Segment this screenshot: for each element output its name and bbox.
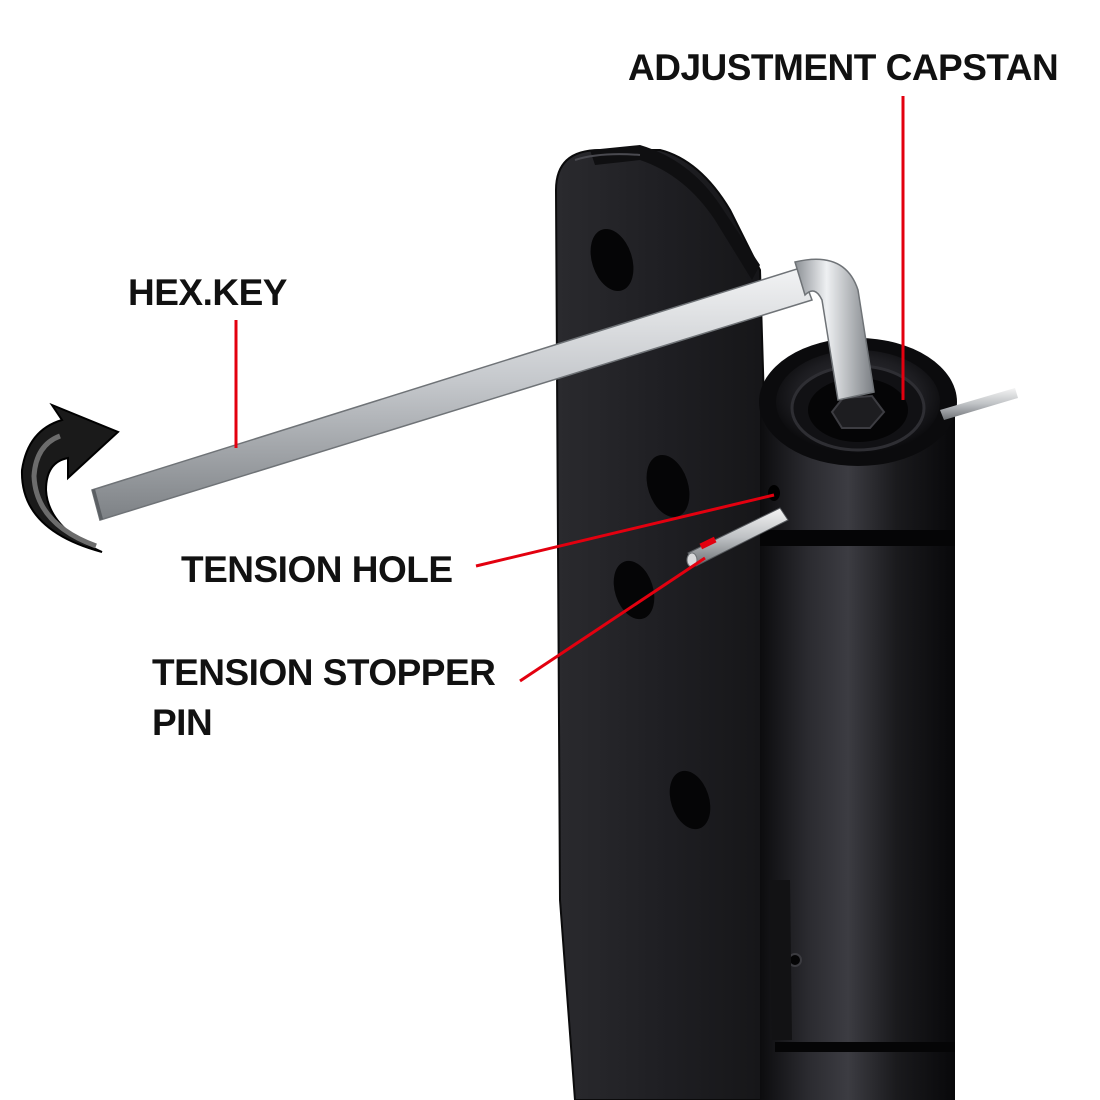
tension-stopper-pin-label-line2: PIN: [152, 702, 213, 743]
leader-line-tension-stopper-pin: [519, 556, 706, 683]
tension-stopper-pin-label: TENSION STOPPER PIN: [152, 648, 496, 748]
hinge-barrel: [760, 400, 955, 1100]
tension-hole-label: TENSION HOLE: [181, 549, 453, 590]
tension-stopper-pin-label-line1: TENSION STOPPER: [152, 652, 496, 693]
hinge-leaf-plate: [554, 145, 787, 1100]
tension-hole: [768, 485, 780, 501]
adjustment-capstan-label: ADJUSTMENT CAPSTAN: [628, 47, 1059, 88]
tension-stopper-pin: [686, 507, 789, 568]
tension-stopper-pin-rod: [940, 388, 1018, 420]
hex-key-label: HEX.KEY: [128, 272, 287, 313]
screw-hole: [646, 454, 690, 518]
curved-rotation-arrow-icon: [20, 402, 120, 553]
screw-hole: [613, 560, 655, 620]
hex-key: [91, 258, 875, 521]
screw-hole: [590, 228, 634, 292]
screw-hole: [669, 770, 711, 830]
screw-holes: [590, 228, 711, 830]
leader-line-tension-hole: [475, 493, 775, 568]
leader-lines: [234, 96, 905, 683]
